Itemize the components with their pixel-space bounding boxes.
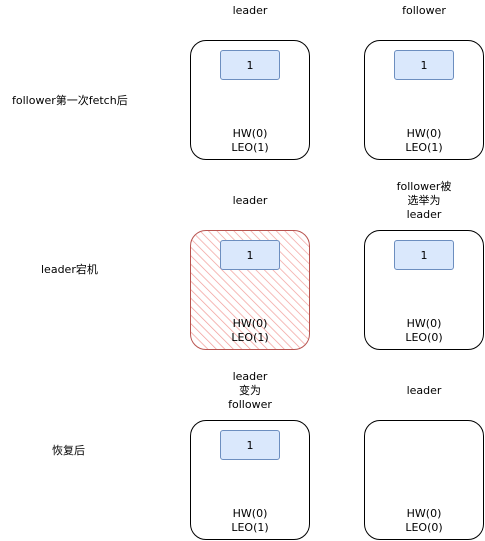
leo-value: LEO(0) xyxy=(405,331,443,344)
leo-value: LEO(1) xyxy=(231,521,269,534)
leo-value: LEO(1) xyxy=(231,141,269,154)
message-block: 1 xyxy=(220,50,280,80)
leo-value: LEO(0) xyxy=(405,521,443,534)
row-1-node-2-title: follower xyxy=(402,4,446,17)
message-block: 1 xyxy=(220,430,280,460)
hw-value: HW(0) xyxy=(232,127,268,140)
offset-state: HW(0) LEO(1) xyxy=(365,127,483,155)
offset-state: HW(0) LEO(1) xyxy=(191,317,309,345)
row-3-old-leader-node: 1 HW(0) LEO(1) xyxy=(190,420,310,540)
message-block: 1 xyxy=(394,50,454,80)
offset-state: HW(0) LEO(1) xyxy=(191,127,309,155)
offset-state: HW(0) LEO(0) xyxy=(365,507,483,535)
offset-state: HW(0) LEO(1) xyxy=(191,507,309,535)
row-2-node-2-title: follower被 选举为 leader xyxy=(396,180,452,221)
row-3-node-2-title: leader xyxy=(406,384,442,397)
row-1-label: follower第一次fetch后 xyxy=(12,94,128,107)
hw-value: HW(0) xyxy=(406,507,442,520)
row-3-node-1-title: leader 变为 follower xyxy=(228,370,272,411)
row-2-new-leader-node: 1 HW(0) LEO(0) xyxy=(364,230,484,350)
hw-value: HW(0) xyxy=(232,317,268,330)
row-3-label: 恢复后 xyxy=(52,444,85,457)
row-1-follower-node: 1 HW(0) LEO(1) xyxy=(364,40,484,160)
row-2-crashed-leader-node: 1 HW(0) LEO(1) xyxy=(190,230,310,350)
row-1-leader-node: 1 HW(0) LEO(1) xyxy=(190,40,310,160)
row-2-node-1-title: leader xyxy=(232,194,268,207)
leo-value: LEO(1) xyxy=(231,331,269,344)
message-block: 1 xyxy=(220,240,280,270)
row-3-leader-node: HW(0) LEO(0) xyxy=(364,420,484,540)
hw-value: HW(0) xyxy=(406,127,442,140)
row-1-node-1-title: leader xyxy=(232,4,268,17)
message-block: 1 xyxy=(394,240,454,270)
hw-value: HW(0) xyxy=(406,317,442,330)
leo-value: LEO(1) xyxy=(405,141,443,154)
hw-value: HW(0) xyxy=(232,507,268,520)
row-2-label: leader宕机 xyxy=(41,263,98,276)
offset-state: HW(0) LEO(0) xyxy=(365,317,483,345)
